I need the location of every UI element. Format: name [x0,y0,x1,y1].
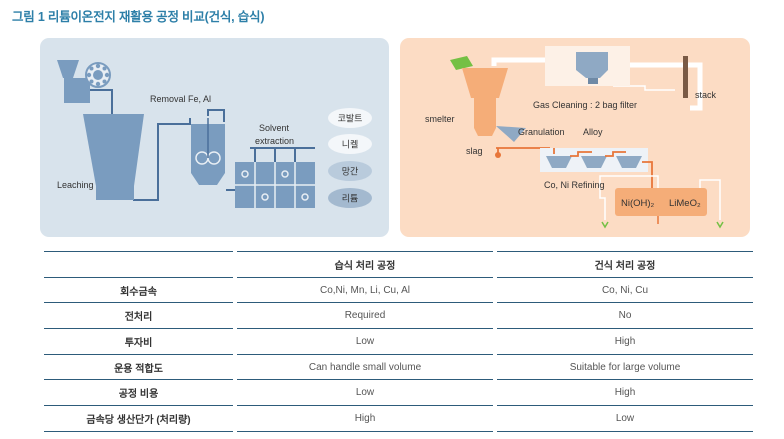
leaching-label: Leaching [57,180,94,190]
comparison-table: 습식 처리 공정 건식 처리 공정 회수금속 Co,Ni, Mn, Li, Cu… [40,251,757,432]
refining-label: Co, Ni Refining [544,180,605,190]
cell-wet: High [237,406,493,432]
product-cobalt: 코발트 [338,114,363,124]
product-nickel-hydroxide: Ni(OH)₂ [621,198,655,209]
product-manganese: 망간 [342,167,359,177]
slag-dot [495,152,501,158]
table-header-row: 습식 처리 공정 건식 처리 공정 [44,251,753,278]
stack-icon [683,56,688,98]
table-row: 투자비 Low High [44,329,753,355]
product-cobalt-badge [328,108,372,128]
cell-dry: High [497,380,753,407]
alloy-label: Alloy [583,127,603,137]
cell-dry: No [497,303,753,330]
product-nickel-badge [328,134,372,154]
product-list: 코발트 니켈 망간 리튬 [328,108,372,208]
row-label: 금속당 생산단가 (처리량) [44,406,233,432]
cell-wet: Low [237,380,493,407]
stack-label: stack [695,90,717,100]
cell-wet: Co,Ni, Mn, Li, Cu, Al [237,278,493,304]
cell-dry: Low [497,406,753,432]
cell-wet: Low [237,329,493,355]
table-row: 운용 적합도 Can handle small volume Suitable … [44,355,753,381]
granulation-cone [496,126,526,142]
table-row: 전처리 Required No [44,303,753,330]
row-label: 회수금속 [44,278,233,304]
gas-ducts-detail [613,85,675,91]
green-arrow-icons [601,221,724,229]
refining-tanks [540,148,648,172]
wet-process-svg: Removal Fe, Al Solvent extraction Leachi… [57,60,372,208]
removal-label: Removal Fe, Al [150,94,211,104]
table-row: 금속당 생산단가 (처리량) High Low [44,406,753,432]
table-header-dry: 건식 처리 공정 [497,251,753,278]
row-label: 투자비 [44,329,233,355]
shredder-icon [57,60,111,103]
solvent-extraction-unit [235,147,315,208]
slag-label: slag [466,146,483,156]
leaching-tank-base [96,186,134,200]
figure-title: 그림 1 리튬이온전지 재활용 공정 비교(건식, 습식) [12,10,265,24]
gas-cleaning-label: Gas Cleaning : 2 bag filter [533,100,637,110]
dry-process-diagram: Gas Cleaning : 2 bag filter stack smelte… [400,38,750,237]
cell-wet: Can handle small volume [237,355,493,381]
removal-reactor [191,118,225,185]
product-manganese-badge [328,161,372,181]
table-row: 회수금속 Co,Ni, Mn, Li, Cu, Al Co, Ni, Cu [44,278,753,304]
cell-dry: Co, Ni, Cu [497,278,753,304]
solvent-label-line1: Solvent [259,123,290,133]
table-row: 공정 비용 Low High [44,380,753,407]
feed-material-icon [450,56,473,70]
gas-ducts [491,57,703,111]
dry-process-svg: Gas Cleaning : 2 bag filter stack smelte… [425,46,724,229]
wet-process-diagram: Removal Fe, Al Solvent extraction Leachi… [40,38,389,237]
cell-dry: High [497,329,753,355]
leaching-tank [83,114,144,186]
row-label: 전처리 [44,303,233,330]
solvent-label-line2: extraction [255,136,294,146]
smelter-label: smelter [425,114,455,124]
cell-dry: Suitable for large volume [497,355,753,381]
output-lines [599,175,721,220]
product-nickel: 니켈 [342,139,359,150]
row-label: 운용 적합도 [44,355,233,381]
product-limeo2: LiMeO₂ [669,198,701,209]
smelter-furnace [462,68,508,136]
table-header-wet: 습식 처리 공정 [237,251,493,278]
product-lithium: 리튬 [342,194,359,204]
table-header-blank [44,251,233,278]
granulation-label: Granulation [518,127,565,137]
product-box [615,188,707,216]
cell-wet: Required [237,303,493,330]
row-label: 공정 비용 [44,380,233,407]
product-lithium-badge [328,188,372,208]
gas-cleaning-unit [545,46,630,86]
